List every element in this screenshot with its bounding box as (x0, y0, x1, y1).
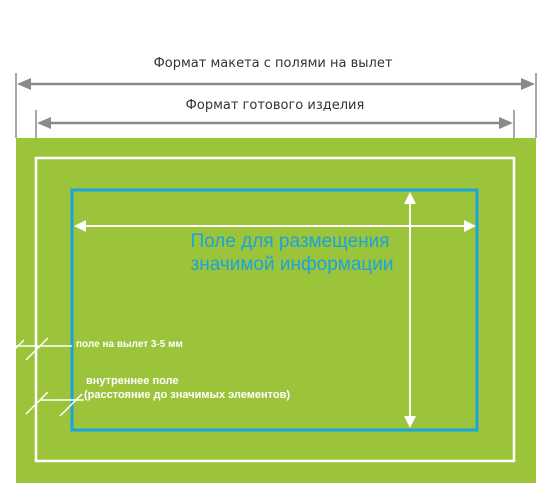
finished-format-label: Формат готового изделия (186, 98, 365, 113)
bleed-format-dimension (15, 73, 537, 138)
finished-format-dimension (35, 110, 515, 138)
bleed-margin-ticks (1, 337, 72, 363)
inner-margin-ticks (25, 391, 84, 417)
info-zone-frame (70, 188, 479, 432)
bleed-margin-label: поле на вылет 3-5 мм (76, 339, 183, 350)
info-zone-height-arrow (404, 192, 416, 428)
inner-margin-label-line2: (расстояние до значимых элементов) (84, 389, 290, 401)
info-zone-width-arrow (74, 220, 476, 232)
info-zone-label-line1: Поле для размещения (190, 231, 389, 252)
info-zone-label-line2: значимой информации (191, 254, 394, 275)
bleed-area (16, 138, 536, 483)
bleed-format-label: Формат макета с полями на вылет (154, 56, 393, 71)
finished-product-frame (34, 156, 516, 463)
inner-margin-label-line1: внутреннее поле (86, 375, 179, 387)
